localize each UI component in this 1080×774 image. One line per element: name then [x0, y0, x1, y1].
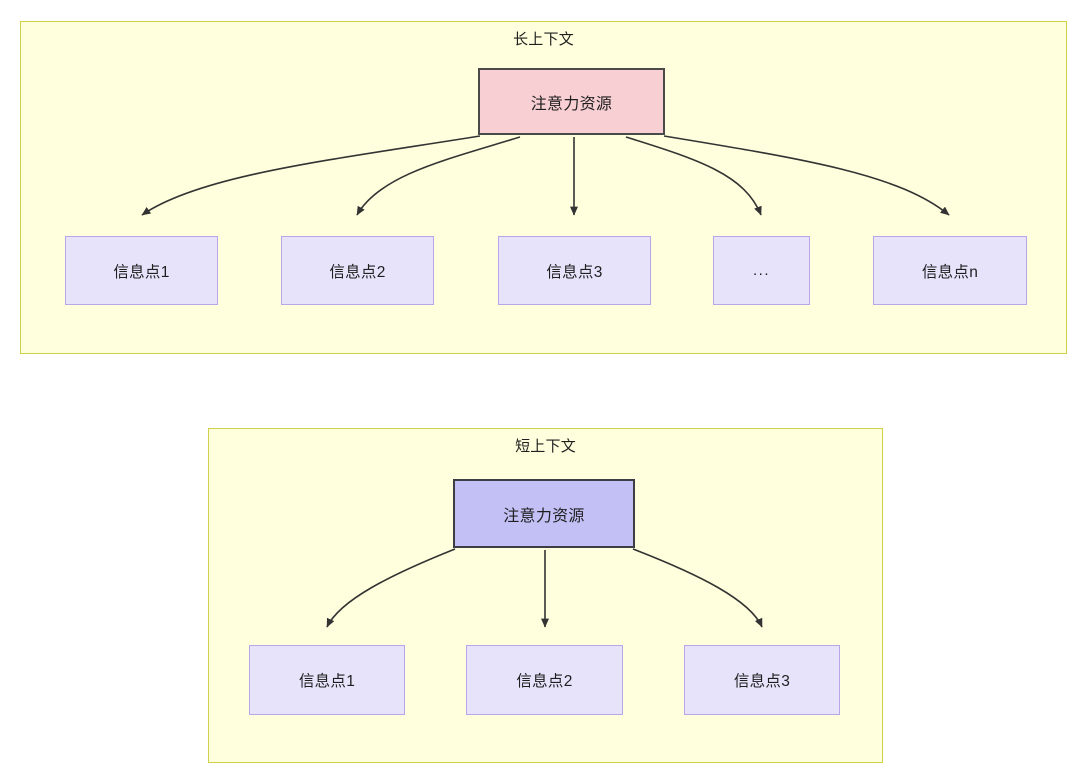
- node-label: 信息点3: [733, 673, 791, 690]
- node-info-point-3-long[interactable]: 信息点3: [498, 236, 651, 305]
- node-label: 注意力资源: [530, 95, 613, 113]
- node-info-point-2-long[interactable]: 信息点2: [281, 236, 434, 305]
- node-label: 注意力资源: [503, 507, 585, 525]
- node-label: ...: [752, 262, 770, 279]
- node-attention-resource-short[interactable]: 注意力资源: [453, 479, 635, 548]
- node-label: 信息点1: [113, 263, 170, 281]
- node-info-point-2-short[interactable]: 信息点2: [466, 645, 623, 715]
- node-info-point-3-short[interactable]: 信息点3: [684, 645, 840, 715]
- node-label: 信息点3: [546, 263, 603, 281]
- node-info-point-1-short[interactable]: 信息点1: [249, 645, 405, 715]
- node-label: 信息点2: [516, 673, 573, 690]
- node-label: 信息点2: [329, 263, 386, 281]
- group-title-short-context: 短上下文: [515, 438, 576, 455]
- node-info-point-ellipsis-long[interactable]: ...: [713, 236, 810, 305]
- node-info-point-1-long[interactable]: 信息点1: [65, 236, 218, 305]
- node-label: 信息点1: [298, 673, 356, 690]
- node-info-point-n-long[interactable]: 信息点n: [873, 236, 1027, 305]
- group-title-long-context: 长上下文: [513, 31, 574, 48]
- node-attention-resource-long[interactable]: 注意力资源: [478, 68, 665, 135]
- node-label: 信息点n: [921, 263, 979, 281]
